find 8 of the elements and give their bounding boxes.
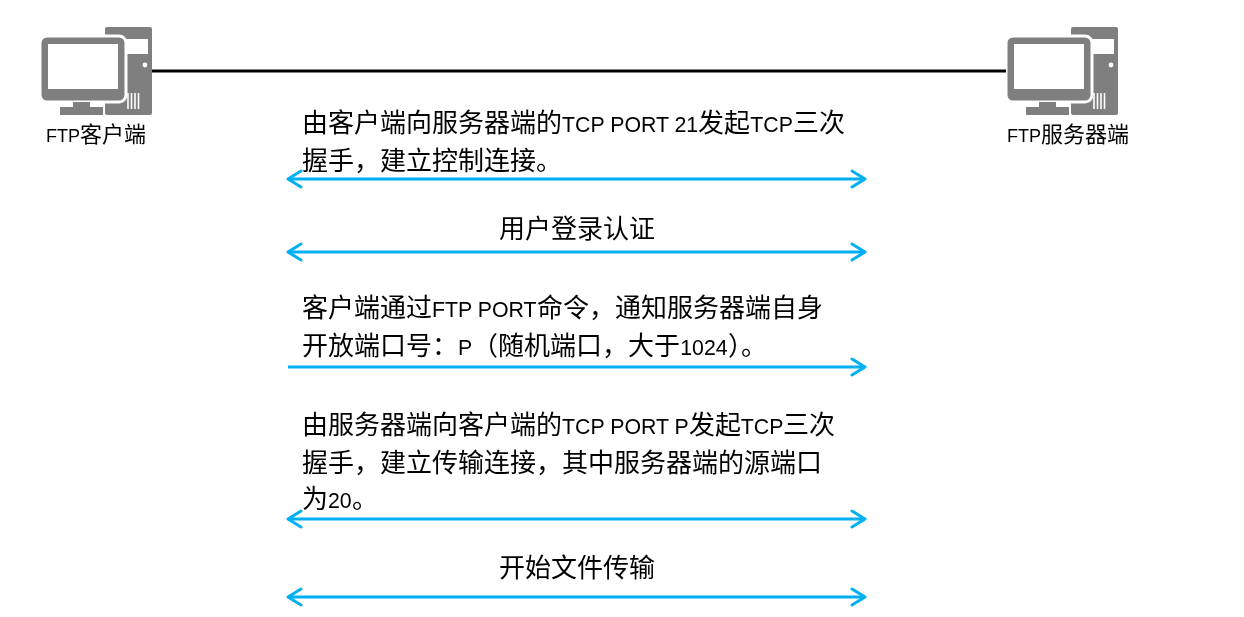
device-label: FTP服务器端	[1006, 122, 1130, 149]
message-text: 由客户端向服务器端的TCP PORT 21发起TCP三次握手，建立控制连接。	[302, 107, 846, 178]
device-label: FTP客户端	[44, 122, 148, 149]
message-text: 由服务器端向客户端的TCP PORT P发起TCP三次握手，建立传输连接，其中服务器端的源端口为20。	[302, 409, 837, 516]
message-text: 客户端通过FTP PORT命令，通知服务器端自身开放端口号：P（随机端口，大于1024）。	[302, 292, 824, 363]
message-text: 开始文件传输	[497, 552, 656, 585]
connecting-line	[152, 69, 1006, 73]
message-text: 用户登录认证	[497, 213, 656, 246]
